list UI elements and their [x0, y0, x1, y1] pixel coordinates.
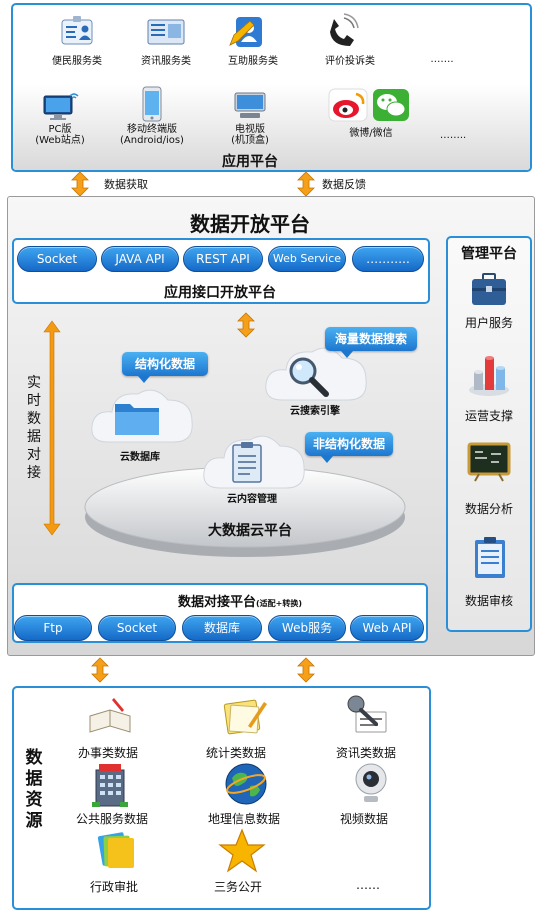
structured-data-tag: 结构化数据: [122, 352, 208, 383]
app-row1-label-0: 便民服务类: [52, 56, 102, 67]
news-icon: [147, 19, 185, 45]
resource-label-4: 地理信息数据: [208, 812, 281, 826]
double-arrow-icon: [91, 657, 109, 683]
cloud-content-label: 云内容管理: [227, 494, 277, 505]
weibo-icon: [328, 88, 368, 122]
app-row2-label1-4: ……..: [439, 130, 467, 141]
double-arrow-icon: [297, 171, 315, 197]
clipboard-icon: [232, 442, 262, 483]
bigdata-platform-disc: [84, 466, 406, 557]
profile-pencil-icon: [229, 17, 262, 47]
data-resources-title: 数 据 资 源: [25, 748, 43, 831]
web-api-button[interactable]: Web API: [350, 615, 424, 641]
app-row2-label2-2: (机顶盒): [231, 135, 269, 146]
app-row1-label-3: 评价投诉类: [325, 56, 375, 67]
web-service-button[interactable]: Web Service: [268, 246, 346, 272]
double-arrow-icon: [71, 171, 89, 197]
java-api-button[interactable]: JAVA API: [101, 246, 179, 272]
resource-label-1: 统计类数据: [206, 746, 267, 760]
api-platform-title: 应用接口开放平台: [164, 285, 276, 301]
cloud-search-label: 云搜索引擎: [290, 406, 340, 417]
mgmt-item-user-service: 用户服务: [464, 316, 513, 330]
socket-dock-button[interactable]: Socket: [98, 615, 176, 641]
tv-icon: [234, 92, 266, 118]
web-service-dock-button[interactable]: Web服务: [268, 615, 346, 641]
app-row2-label1-3: 微博/微信: [349, 128, 393, 139]
globe-icon: [225, 763, 267, 805]
telephone-icon: [330, 13, 359, 46]
mgmt-item-operation-support: 运营支撑: [464, 409, 513, 423]
data-feedback-label: 数据反馈: [322, 178, 366, 191]
app-row2-label2-0: (Web站点): [35, 135, 85, 146]
app-row1-label-1: 资讯服务类: [141, 56, 191, 67]
smartphone-icon: [142, 86, 162, 122]
socket-api-button[interactable]: Socket: [17, 246, 97, 272]
chalkboard-icon: [467, 442, 511, 482]
document-list-icon: [475, 537, 505, 578]
monitor-wifi-icon: [43, 93, 79, 120]
vertical-double-arrow-icon: [43, 320, 61, 536]
mgmt-item-data-analysis: 数据分析: [464, 502, 513, 516]
mass-search-tag: 海量数据搜索: [325, 327, 417, 358]
mgmt-item-data-audit: 数据审核: [464, 594, 513, 608]
app-platform-title: 应用平台: [222, 154, 278, 170]
realtime-docking-label: 实 时 数 据 对 接: [27, 375, 41, 481]
database-button[interactable]: 数据库: [182, 615, 262, 641]
resource-label-8: ……: [356, 878, 380, 892]
resource-label-5: 视频数据: [340, 812, 389, 826]
resource-label-2: 资讯类数据: [336, 746, 397, 760]
wechat-icon: [373, 89, 409, 121]
bigdata-platform-title: 大数据云平台: [208, 523, 292, 539]
hotel-building-icon: [92, 764, 128, 807]
docking-platform-title-row: 数据对接平台(适配+转换): [130, 591, 350, 610]
notepad-pencil-icon: [223, 699, 267, 735]
resource-label-7: 三务公开: [214, 880, 263, 894]
magnifier-icon: [289, 357, 329, 397]
folder-icon: [115, 404, 159, 435]
ftp-button[interactable]: Ftp: [14, 615, 92, 641]
bar-cylinders-icon: [469, 356, 509, 396]
more-api-button[interactable]: ………..: [352, 246, 424, 272]
id-card-icon: [61, 16, 93, 45]
resource-label-3: 公共服务数据: [76, 812, 149, 826]
resource-label-0: 办事类数据: [78, 746, 139, 760]
webcam-icon: [355, 763, 387, 802]
folders-icon: [97, 832, 134, 868]
mgmt-items: 用户服务 运营支撑 数据分析 数据审核: [448, 262, 530, 622]
app-row2-label1-0: PC版: [48, 124, 72, 135]
microphone-icon: [347, 695, 387, 733]
app-row2-label2-1: (Android/ios): [120, 135, 184, 146]
unstructured-data-tag: 非结构化数据: [305, 432, 393, 463]
app-row1-label-2: 互助服务类: [228, 56, 278, 67]
mgmt-platform-title: 管理平台: [461, 246, 517, 262]
app-platform-grey-area: [13, 84, 530, 170]
docking-platform-title: 数据对接平台: [177, 595, 256, 610]
resource-label-6: 行政审批: [90, 880, 139, 894]
briefcase-icon: [472, 273, 506, 305]
rest-api-button[interactable]: REST API: [183, 246, 263, 272]
app-row2-label1-2: 电视版: [235, 124, 265, 135]
double-arrow-icon: [237, 312, 255, 338]
app-row1-label-4: …….: [430, 54, 454, 65]
cloud-database-label: 云数据库: [120, 452, 160, 463]
app-row2-label1-1: 移动终端版: [127, 124, 177, 135]
open-platform-title: 数据开放平台: [190, 212, 310, 236]
docking-platform-subtitle: (适配+转换): [256, 599, 303, 608]
book-pen-icon: [89, 698, 131, 733]
data-fetch-label: 数据获取: [104, 178, 148, 191]
star-icon: [218, 828, 266, 873]
double-arrow-icon: [297, 657, 315, 683]
